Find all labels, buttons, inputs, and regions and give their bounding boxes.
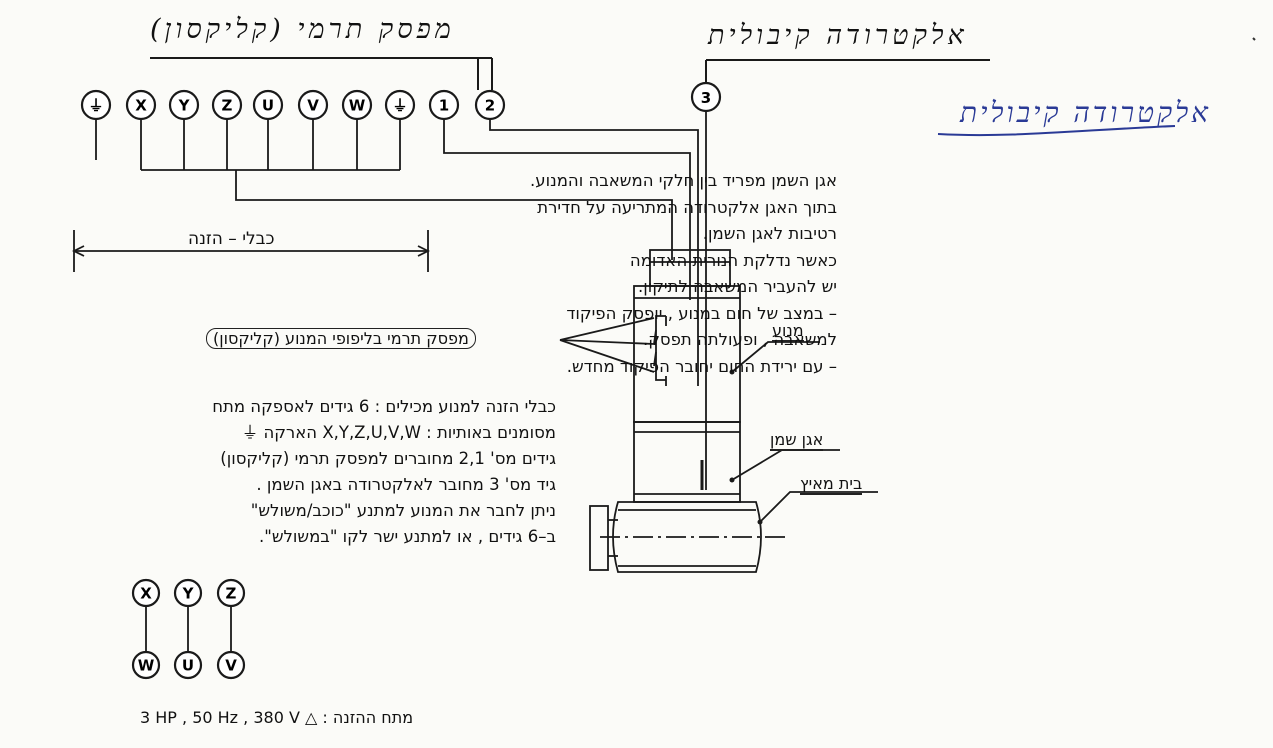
terminal-circle <box>131 650 161 680</box>
blue-underline <box>937 125 1176 137</box>
terminal-circle <box>216 578 246 608</box>
terminal-circle <box>173 650 203 680</box>
cables-note-line: גידים מס' 2,1 מחוברים למפסק תרמי (קליקסו… <box>220 449 556 468</box>
terminal-label: 1 <box>439 97 449 115</box>
terminal-label: U <box>262 97 274 115</box>
terminal-label: ⏚ <box>392 97 407 115</box>
cables-note-line: גיד מס' 3 מחובר לאלקטרודה באגן השמן . <box>256 475 556 494</box>
terminal-label: V <box>307 97 319 115</box>
supply-cables-label: כבלי – הזנה <box>188 229 275 249</box>
thermal-switch-title: מפסק תרמי (קליקסון) <box>150 14 455 45</box>
terminal-ground: ⏚ <box>384 89 416 121</box>
terminal-1: 1 <box>428 89 460 121</box>
description-line: כאשר נדלקת הנורית האדומה <box>629 250 837 270</box>
description-line: בתוך האגן אלקטרודה המתריעה על חדירת <box>537 197 837 217</box>
terminal-u: U <box>252 89 284 121</box>
description-line: – עם ירידת החום יחובר הפיקוד מחדש. <box>566 356 837 376</box>
terminal-3: 3 <box>690 81 722 113</box>
terminal-x: X <box>131 578 161 608</box>
pump-housing <box>612 501 762 573</box>
supply-voltage: 3 HP , 50 Hz , 380 V △ : מתח ההזנה <box>140 708 414 727</box>
terminal-z: Z <box>211 89 243 121</box>
terminal-circle <box>216 650 246 680</box>
terminal-w: W <box>341 89 373 121</box>
terminal-label: X <box>135 97 147 115</box>
cables-note-line: כבלי הזנה למנוע מכילים : 6 גידים לאספקה … <box>212 397 556 416</box>
terminal-label: V <box>225 657 237 675</box>
terminal-label: W <box>349 97 366 115</box>
terminal-y: Y <box>168 89 200 121</box>
terminal-row: ⏚ X Y Z U V W ⏚ 1 2 <box>80 89 506 121</box>
terminal-label: ⏚ <box>88 97 103 115</box>
cables-note-line: מסומנים באותיות : X,Y,Z,U,V,W הארקה ⏚ <box>241 423 556 442</box>
description-line: למשאבה , ופעולתה תפסק. <box>642 330 837 349</box>
pump-housing-label: בית מאיץ <box>800 474 863 495</box>
terminal-label: X <box>140 585 152 603</box>
terminal-label: Z <box>226 585 237 603</box>
cables-note-line: ב–6 גידים , או למתנע ישר לקו "במשולש". <box>259 527 556 546</box>
terminal-u: U <box>173 650 203 680</box>
oil-chamber-label: אגן שמן <box>770 430 824 451</box>
terminal-x: X <box>125 89 157 121</box>
terminal-v: V <box>216 650 246 680</box>
cables-notes: כבלי הזנה למנוע מכילים : 6 גידים לאספקה … <box>96 394 556 550</box>
motor-label: מנוע <box>772 321 804 342</box>
terminal-label: Z <box>222 97 233 115</box>
electrode-blue-title: אלקטרודה קיבולית <box>960 96 1211 129</box>
description-line: – במצב של חום במנוע , יופסק הפיקוד <box>566 303 837 323</box>
description-line: יש להעביר המשאבה לתיקון. <box>637 277 837 296</box>
terminal-label: Y <box>182 585 195 603</box>
terminal-ground: ⏚ <box>80 89 112 121</box>
terminal-label: 2 <box>485 97 495 115</box>
terminal-label: Y <box>178 97 191 115</box>
terminal-circle <box>173 578 203 608</box>
terminal-z: Z <box>216 578 246 608</box>
description-block: אגן השמן מפריד בין חלקי המשאבה והמנוע. ב… <box>417 168 837 380</box>
star-delta-top-row: X Y Z <box>131 578 246 608</box>
terminal-w: W <box>131 650 161 680</box>
pump-flange <box>589 505 609 571</box>
terminal-label: U <box>182 657 194 675</box>
klixon-label: מפסק תרמי בליפופי המנוע (קליקסון) <box>206 328 476 349</box>
oil-chamber <box>633 421 741 503</box>
terminal-label: W <box>138 657 155 675</box>
terminal-circle <box>131 578 161 608</box>
electrode-title: אלקטרודה קיבולית <box>708 20 968 51</box>
cables-note-line: ניתן לחבר את המנוע למתנע "כוכב/משולש" <box>250 501 556 520</box>
description-line: רטיבות לאגן השמן. <box>702 224 837 243</box>
terminal-v: V <box>297 89 329 121</box>
description-line: אגן השמן מפריד בין חלקי המשאבה והמנוע. <box>530 171 837 190</box>
svg-text:3: 3 <box>701 89 711 107</box>
terminal-2: 2 <box>474 89 506 121</box>
terminal-y: Y <box>173 578 203 608</box>
